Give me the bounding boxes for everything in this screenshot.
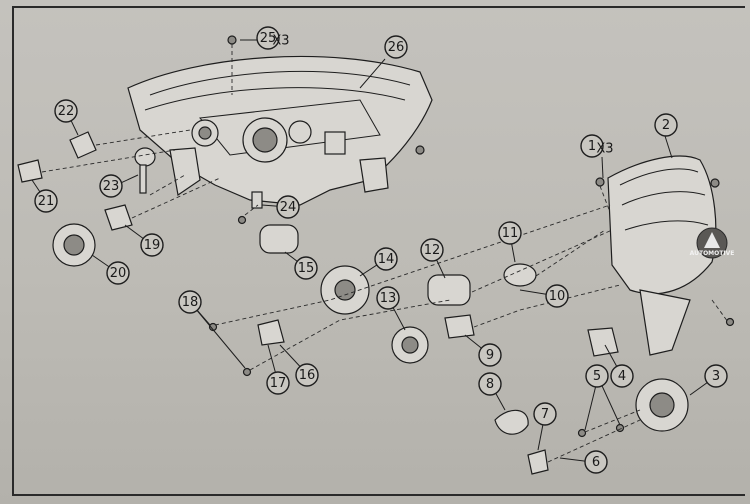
callout-number: 9 xyxy=(486,348,494,363)
callout-number: 22 xyxy=(58,104,75,119)
callout-number: 14 xyxy=(378,252,395,267)
callout-circle xyxy=(140,233,164,257)
callout-20: 20 xyxy=(106,261,130,285)
callout-18: 18 xyxy=(178,290,202,314)
screws xyxy=(208,35,735,438)
bulb-sockets xyxy=(17,131,619,475)
callout-9: 9 xyxy=(478,343,502,367)
callout-24: 24 xyxy=(276,195,300,219)
callout-number: 2 xyxy=(662,118,670,133)
callout-15: 15 xyxy=(294,256,318,280)
callout-number: 24 xyxy=(280,200,297,215)
callout-circle xyxy=(276,195,300,219)
callout-21: 21 xyxy=(34,189,58,213)
callout-7: 7 xyxy=(533,402,557,426)
callout-6: 6 xyxy=(584,450,608,474)
callout-circle xyxy=(585,364,609,388)
callout-circle xyxy=(610,364,634,388)
callout-number: 3 xyxy=(712,369,720,384)
callout-circle xyxy=(498,221,522,245)
right-lamp-assembly xyxy=(607,155,717,432)
callout-number: 10 xyxy=(549,289,566,304)
callout-number: 23 xyxy=(103,179,120,194)
callout-23: 23 xyxy=(99,174,123,198)
callout-2: 2 xyxy=(654,113,678,137)
callout-number: 7 xyxy=(541,407,549,422)
callout-number: 25 xyxy=(260,31,277,46)
callout-10: 10 xyxy=(545,284,569,308)
callout-17: 17 xyxy=(266,371,290,395)
callout-circle xyxy=(54,99,78,123)
callout-number: 19 xyxy=(144,238,161,253)
callout-number: 16 xyxy=(299,368,316,383)
callout-circle xyxy=(256,26,280,50)
quantity-label: X3 xyxy=(596,142,613,157)
callout-number: 5 xyxy=(593,369,601,384)
callout-circle xyxy=(533,402,557,426)
watermark-logo: AUTOMOTIVE xyxy=(690,227,735,259)
callout-number: 18 xyxy=(182,295,199,310)
callout-circle xyxy=(178,290,202,314)
callout-circle xyxy=(384,35,408,59)
callout-circle xyxy=(34,189,58,213)
callout-circle xyxy=(99,174,123,198)
callout-circle xyxy=(545,284,569,308)
watermark-text: AUTOMOTIVE xyxy=(690,250,735,257)
callout-number: 21 xyxy=(38,194,55,209)
callout-circle xyxy=(106,261,130,285)
callout-number: 8 xyxy=(486,377,494,392)
callout-number: 15 xyxy=(298,261,315,276)
callout-14: 14 xyxy=(374,247,398,271)
callout-number: 17 xyxy=(270,376,287,391)
assembly-lines xyxy=(41,44,729,463)
callout-number: 11 xyxy=(502,226,519,241)
callout-12: 12 xyxy=(420,238,444,262)
callout-number: 13 xyxy=(380,291,397,306)
callout-16: 16 xyxy=(295,363,319,387)
callout-circle xyxy=(580,134,604,158)
callout-number: 20 xyxy=(110,266,127,281)
callout-number: 12 xyxy=(424,243,441,258)
callout-4: 4 xyxy=(610,364,634,388)
callout-circle xyxy=(376,286,400,310)
callout-number: 4 xyxy=(618,369,626,384)
callout-26: 26 xyxy=(384,35,408,59)
callout-circle xyxy=(654,113,678,137)
callout-5: 5 xyxy=(585,364,609,388)
callout-circle xyxy=(584,450,608,474)
callout-circle xyxy=(478,343,502,367)
callout-circle xyxy=(266,371,290,395)
callout-circle xyxy=(374,247,398,271)
callout-circle xyxy=(420,238,444,262)
callout-circle xyxy=(704,364,728,388)
callout-number: 6 xyxy=(592,455,600,470)
diagram-frame xyxy=(12,6,745,496)
callout-circle xyxy=(294,256,318,280)
callout-19: 19 xyxy=(140,233,164,257)
callout-circle xyxy=(295,363,319,387)
headlamp-housing xyxy=(127,55,433,206)
callout-number: 1 xyxy=(588,139,596,154)
callout-11: 11 xyxy=(498,221,522,245)
callout-13: 13 xyxy=(376,286,400,310)
callout-8: 8 xyxy=(478,372,502,396)
callout-circle xyxy=(478,372,502,396)
quantity-label: X3 xyxy=(272,34,289,49)
callout-22: 22 xyxy=(54,99,78,123)
callout-3: 3 xyxy=(704,364,728,388)
callout-number: 26 xyxy=(388,40,405,55)
